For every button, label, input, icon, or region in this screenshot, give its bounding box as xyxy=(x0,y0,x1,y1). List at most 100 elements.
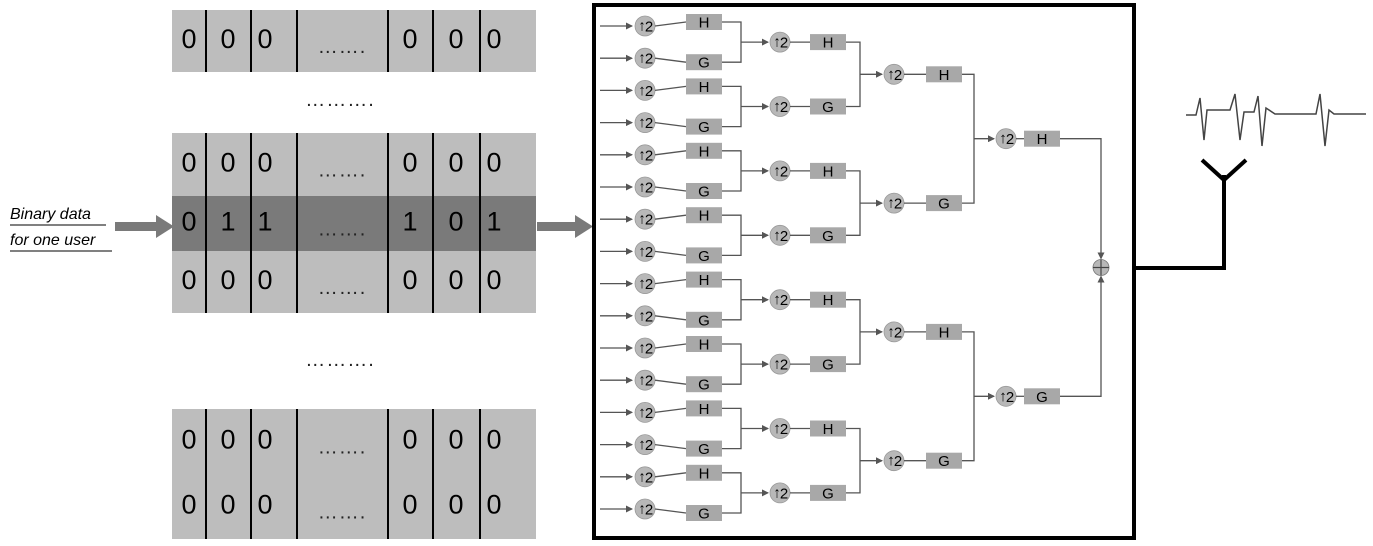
row-ellipsis-bottom: ………. xyxy=(305,349,375,371)
upsample-factor: 2 xyxy=(780,163,788,180)
signal-wire xyxy=(654,315,687,321)
upsampler: ↑2 xyxy=(634,208,656,230)
upsample-factor: 2 xyxy=(645,437,653,454)
upsample-arrow-glyph: ↑ xyxy=(773,291,781,308)
signal-wire xyxy=(654,443,687,450)
upsample-arrow-glyph: ↑ xyxy=(638,82,646,99)
upsample-arrow-glyph: ↑ xyxy=(999,388,1007,405)
upsampler: ↑2 xyxy=(769,482,791,504)
signal-wire xyxy=(722,85,742,128)
highpass-filter: H xyxy=(810,291,846,309)
upsampler: ↑2 xyxy=(769,96,791,117)
bit-cell: 0 xyxy=(448,24,463,54)
bit-cell: 0 xyxy=(181,490,196,520)
upsample-arrow-glyph: ↑ xyxy=(887,66,895,83)
matrix-row xyxy=(172,409,536,474)
bit-cell: 0 xyxy=(486,490,501,520)
upsampler: ↑2 xyxy=(634,176,656,198)
upsample-factor: 2 xyxy=(780,485,788,502)
upsample-factor: 2 xyxy=(780,99,788,116)
upsample-factor: 2 xyxy=(780,357,788,374)
filter-label: H xyxy=(1037,131,1048,148)
filter-label: H xyxy=(699,337,710,354)
lowpass-filter: G xyxy=(810,98,846,116)
highpass-filter: H xyxy=(686,464,722,482)
upsample-arrow-glyph: ↑ xyxy=(638,468,646,485)
bit-cell: 0 xyxy=(220,148,235,178)
upsample-arrow-glyph: ↑ xyxy=(773,34,781,51)
highpass-filter: H xyxy=(686,207,722,225)
upsample-arrow-glyph: ↑ xyxy=(638,211,646,228)
upsample-factor: 2 xyxy=(645,212,653,229)
bit-cell: 1 xyxy=(402,207,417,237)
bit-cell: 0 xyxy=(220,24,235,54)
upsample-arrow-glyph: ↑ xyxy=(638,372,646,389)
filter-label: G xyxy=(938,196,950,213)
upsampler: ↑2 xyxy=(634,112,656,133)
upsample-factor: 2 xyxy=(780,421,788,438)
bit-cell: 0 xyxy=(448,207,463,237)
upsample-factor: 2 xyxy=(645,147,653,164)
bit-cell: 0 xyxy=(448,265,463,295)
upsampler: ↑2 xyxy=(769,31,791,53)
upsample-arrow-glyph: ↑ xyxy=(773,356,781,373)
signal-wire xyxy=(846,170,861,236)
upsample-arrow-glyph: ↑ xyxy=(638,18,646,35)
upsample-factor: 2 xyxy=(645,502,653,519)
lowpass-filter: G xyxy=(686,440,722,458)
bit-cell: 0 xyxy=(402,425,417,455)
bit-cell: 1 xyxy=(486,207,501,237)
lowpass-filter: G xyxy=(686,505,722,523)
highpass-filter: H xyxy=(686,78,722,96)
upsample-arrow-glyph: ↑ xyxy=(773,162,781,179)
filter-label: H xyxy=(699,272,710,289)
highpass-filter: H xyxy=(810,162,846,180)
filter-label: G xyxy=(938,453,950,470)
signal-wire xyxy=(654,472,687,478)
upsample-factor: 2 xyxy=(645,83,653,100)
filter-label: H xyxy=(699,15,710,32)
filter-label: G xyxy=(1036,389,1048,406)
upsampler: ↑2 xyxy=(634,273,656,295)
signal-wire xyxy=(846,299,861,365)
lowpass-filter: G xyxy=(1024,388,1060,406)
filter-label: G xyxy=(698,248,710,265)
upsampler: ↑2 xyxy=(883,450,905,472)
highpass-filter: H xyxy=(686,142,722,160)
signal-wire xyxy=(722,278,742,321)
upsample-factor: 2 xyxy=(1006,389,1014,406)
bit-cell: 1 xyxy=(220,207,235,237)
filter-label: G xyxy=(698,441,710,458)
signal-wire xyxy=(962,73,975,204)
signal-wire xyxy=(654,250,687,257)
bit-cell: 0 xyxy=(220,490,235,520)
upsample-factor: 2 xyxy=(894,196,902,213)
upsample-factor: 2 xyxy=(780,35,788,52)
lowpass-filter: G xyxy=(686,183,722,201)
bit-cell: 1 xyxy=(257,207,272,237)
signal-wire xyxy=(654,379,687,385)
bit-cell: 0 xyxy=(257,265,272,295)
upsample-factor: 2 xyxy=(894,67,902,84)
upsample-factor: 2 xyxy=(645,373,653,390)
upsampler: ↑2 xyxy=(883,192,905,214)
upsample-factor: 2 xyxy=(645,308,653,325)
highpass-filter: H xyxy=(926,323,962,341)
upsampler: ↑2 xyxy=(769,160,791,182)
filter-label: G xyxy=(822,99,834,116)
signal-wire xyxy=(654,57,687,63)
filter-label: G xyxy=(698,506,710,523)
upsample-arrow-glyph: ↑ xyxy=(638,307,646,324)
upsampler: ↑2 xyxy=(769,418,791,439)
lowpass-filter: G xyxy=(686,311,722,329)
summing-combiner xyxy=(1092,259,1110,276)
input-arrow xyxy=(115,215,174,238)
upsample-factor: 2 xyxy=(645,405,653,422)
upsample-factor: 2 xyxy=(645,244,653,261)
lowpass-filter: G xyxy=(686,118,722,136)
filter-label: H xyxy=(699,143,710,160)
